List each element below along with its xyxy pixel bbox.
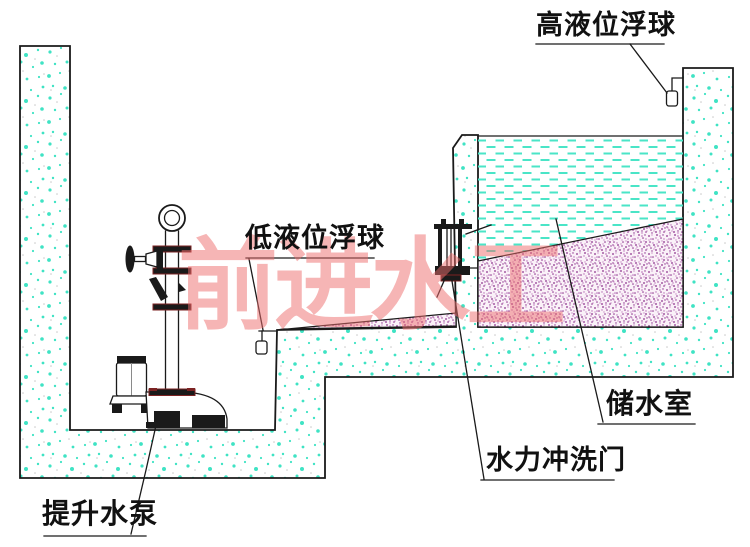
lift-pump <box>109 356 228 429</box>
label-flush-gate: 水力冲洗门 <box>486 445 626 475</box>
low-float-ball <box>255 330 278 355</box>
sediment-wedge <box>276 312 457 331</box>
gate-valve <box>125 245 163 273</box>
valve-handwheel <box>125 245 135 273</box>
pipe-flange <box>152 303 192 311</box>
label-lift-pump: 提升水泵 <box>42 499 159 530</box>
label-storage-room: 储水室 <box>606 389 694 420</box>
leader-lines <box>43 43 696 537</box>
pipe-flange <box>152 267 192 275</box>
label-high-level-float: 高液位浮球 <box>536 10 676 40</box>
high-float-ball <box>665 77 684 107</box>
flush-gate <box>434 219 492 298</box>
sediment-fill <box>477 218 684 328</box>
label-low-level-float: 低液位浮球 <box>245 223 385 253</box>
pipe-flange <box>152 245 192 253</box>
discharge-riser-pipe <box>125 204 192 393</box>
check-valve <box>149 277 186 301</box>
